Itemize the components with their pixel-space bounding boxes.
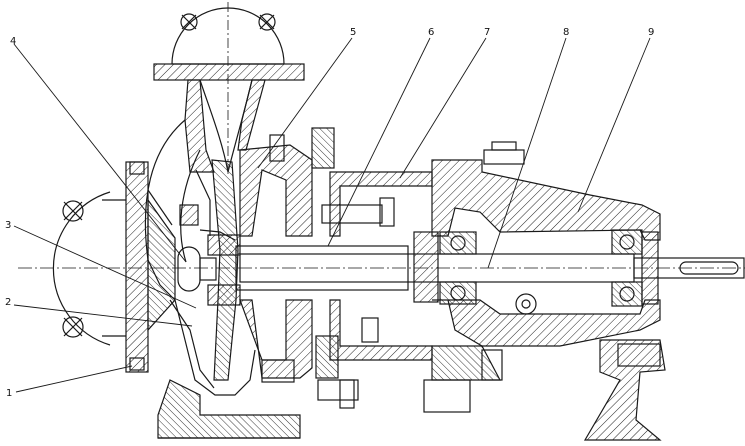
support-foot bbox=[583, 339, 666, 441]
rear-bearing bbox=[611, 229, 659, 307]
callout-9: 9 bbox=[648, 27, 654, 38]
callout-5: 5 bbox=[350, 27, 356, 38]
leader-line-2 bbox=[13, 304, 193, 327]
leader-line-9 bbox=[577, 37, 651, 213]
suction-flange-side-view bbox=[52, 191, 111, 346]
pump-cover bbox=[239, 127, 339, 383]
callout-labels: 1 2 3 4 5 6 7 8 9 bbox=[5, 27, 654, 399]
callout-4: 4 bbox=[10, 36, 16, 47]
callout-2: 2 bbox=[5, 297, 11, 308]
casing-foot bbox=[157, 379, 301, 439]
leader-line-8 bbox=[487, 37, 567, 269]
front-bearing bbox=[413, 231, 477, 305]
leader-line-7 bbox=[399, 37, 487, 179]
leader-line-6 bbox=[327, 37, 431, 247]
callout-7: 7 bbox=[484, 27, 490, 38]
leader-lines bbox=[13, 37, 651, 393]
leader-line-1 bbox=[15, 365, 133, 393]
bearing-frame bbox=[423, 141, 661, 413]
impeller bbox=[177, 159, 241, 381]
leader-line-4 bbox=[13, 43, 187, 263]
callout-8: 8 bbox=[563, 27, 569, 38]
suction-nozzle bbox=[102, 161, 176, 373]
leader-line-3 bbox=[13, 225, 197, 309]
callout-3: 3 bbox=[5, 220, 11, 231]
leader-line-5 bbox=[257, 37, 353, 169]
callout-1: 1 bbox=[6, 388, 12, 399]
callout-6: 6 bbox=[428, 27, 434, 38]
